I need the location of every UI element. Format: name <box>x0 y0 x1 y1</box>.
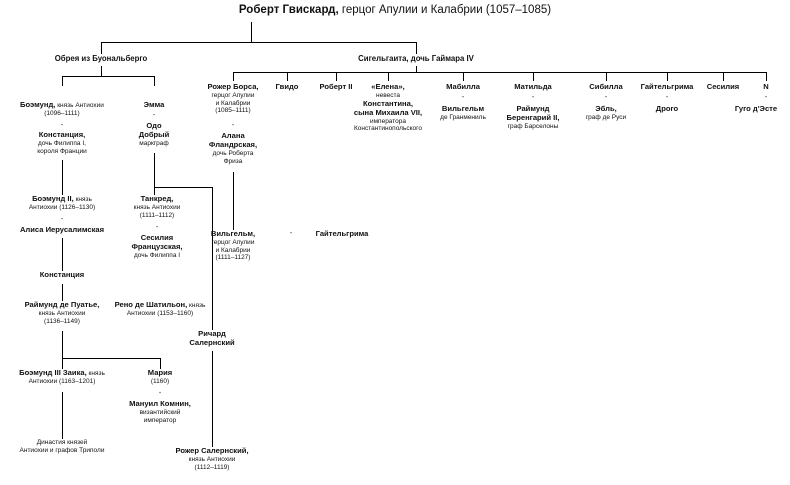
node-emma: Эмма <box>143 100 165 109</box>
node-odo: Одо Добрый маркграф <box>138 121 170 147</box>
node-gugo-este: Гуго д'Эсте <box>734 104 778 113</box>
connector-wife-right-drop <box>416 42 417 54</box>
connector-obreya-bus <box>62 76 155 77</box>
node-boemund-ii: Боэмунд II, князь Антиохии (1126–1130) <box>28 194 96 211</box>
node-vilgelm-grandmesnil: Вильгельм де Гранмениль <box>440 104 486 121</box>
connector-raymund-bus <box>62 358 160 359</box>
node-elena: «Елена», невеста Константина, сына Михаи… <box>353 82 423 133</box>
connector-raymund-stem <box>62 331 63 358</box>
connector-tankred-drop <box>154 187 155 195</box>
node-boemund-i: Боэмунд, князь Антиохии (1096–1111) <box>20 100 104 117</box>
connector-child-drop-1 <box>233 72 234 81</box>
node-drogo: Дрого <box>655 104 679 113</box>
marriage-dash-gaytelgrima: - <box>665 94 669 101</box>
connector-obreya-stem <box>101 66 102 76</box>
node-mariya: Мария (1160) <box>147 368 173 385</box>
wife-obreya: Обрея из Буональберго <box>54 54 148 63</box>
node-ebl-roucy: Эбль, граф де Руси <box>585 104 627 121</box>
connector-odo-stem <box>154 153 155 187</box>
node-gvido: Гвидо <box>275 82 299 91</box>
marriage-dash-sibilla: - <box>604 94 608 101</box>
node-sesiliya-french: Сесилия Французская, дочь Филиппа I <box>131 233 183 259</box>
node-n: N <box>763 82 769 91</box>
connector-wives-bus <box>101 42 417 43</box>
marriage-dash-roger-borsa: - <box>231 122 235 129</box>
connector-konstanciya-to-raymund <box>62 284 63 301</box>
node-manuil-komnin: Мануил Комнин, византийский император <box>129 399 191 424</box>
connector-child-drop-8 <box>667 72 668 81</box>
title-styling: герцог Апулии и Калабрии (1057–1085) <box>338 4 552 16</box>
node-gaytelgrima-wife: Гайтельгрима <box>315 229 369 238</box>
connector-richard-to-roger <box>212 351 213 447</box>
connector-odo-bus <box>154 187 213 188</box>
connector-child-drop-4 <box>388 72 389 81</box>
connector-child-drop-5 <box>463 72 464 81</box>
connector-mariya-drop <box>160 358 161 369</box>
marriage-dash-mariya: - <box>158 390 162 397</box>
node-robert-ii: Роберт II <box>319 82 353 91</box>
marriage-dash-tankred: - <box>155 224 159 231</box>
marriage-dash-boemund1: - <box>60 122 64 129</box>
marriage-dash-matilda: - <box>531 94 535 101</box>
node-matilda: Матильда <box>514 82 552 91</box>
connector-richard-branch <box>212 187 213 330</box>
marriage-dash-boemund2: - <box>60 216 64 223</box>
connector-alisa-to-konstanciya <box>62 238 63 271</box>
node-raymund-poitiers: Раймунд де Пуатье, князь Антиохии (1136–… <box>24 300 100 325</box>
connector-boemund3-to-dynasty <box>62 392 63 439</box>
connector-roger-borsa-to-vilgelm <box>233 172 234 230</box>
connector-wife-left-drop <box>101 42 102 54</box>
node-boemund-iii: Боэмунд III Заика, князь Антиохии (1163–… <box>19 368 105 385</box>
node-richard-salerno: Ричард Салернский <box>189 329 235 347</box>
node-sibilla: Сибилла <box>589 82 623 91</box>
title-name: Роберт Гвискард, <box>238 4 339 16</box>
node-raymund-berengar: Раймунд Беренгарий II, граф Барселоны <box>506 104 560 130</box>
connector-children-bus <box>233 72 766 73</box>
node-roger-salerno: Рожер Салернский, князь Антиохии (1112–1… <box>175 446 249 471</box>
node-konstanciya-antioch: Констанция <box>39 270 85 279</box>
node-konstanciya-france: Констанция, дочь Филиппа I, короля Франц… <box>37 130 87 155</box>
node-reno-chatillon: Рено де Шатильон, князь Антиохии (1153–1… <box>114 300 206 317</box>
connector-child-drop-2 <box>287 72 288 81</box>
node-mabilla: Мабилла <box>446 82 480 91</box>
node-sesiliya: Сесилия <box>706 82 740 91</box>
wife-sigelgaita: Сигельгаита, дочь Гаймара IV <box>358 54 474 63</box>
marriage-dash-mabilla: - <box>461 94 465 101</box>
node-vilgelm-apulia: Вильгельм, герцог Апулии и Калабрии (111… <box>210 229 256 262</box>
node-gaytelgrima: Гайтельгрима <box>640 82 694 91</box>
node-dynasty-antioch-tripoli: Династия князей Антиохии и графов Трипол… <box>19 439 105 454</box>
connector-sigelgaita-stem <box>416 66 417 72</box>
connector-child-drop-6 <box>533 72 534 81</box>
node-roger-borsa: Рожер Борса, герцог Апулии и Калабрии (1… <box>207 82 259 115</box>
connector-boemund1-to-boemund2 <box>62 160 63 195</box>
node-alisa-jerusalem: Алиса Иерусалимская <box>19 225 105 234</box>
connector-emma-drop <box>154 76 155 86</box>
connector-child-drop-9 <box>723 72 724 81</box>
connector-title-stem <box>251 22 252 42</box>
connector-boemund-drop <box>62 76 63 86</box>
marriage-dash-vilgelm: - <box>289 230 293 237</box>
node-tankred: Танкред, князь Антиохии (1111–1112) <box>133 194 181 219</box>
connector-child-drop-10 <box>766 72 767 81</box>
marriage-dash-n: - <box>764 94 768 101</box>
connector-child-drop-3 <box>336 72 337 81</box>
connector-boemund3-drop <box>62 358 63 369</box>
node-alana-flanders: Алана Фландрская, дочь Роберта Фриза <box>208 131 258 165</box>
marriage-dash-emma: - <box>152 112 156 119</box>
page-title: Роберт Гвискард, герцог Апулии и Калабри… <box>0 4 790 18</box>
connector-child-drop-7 <box>606 72 607 81</box>
